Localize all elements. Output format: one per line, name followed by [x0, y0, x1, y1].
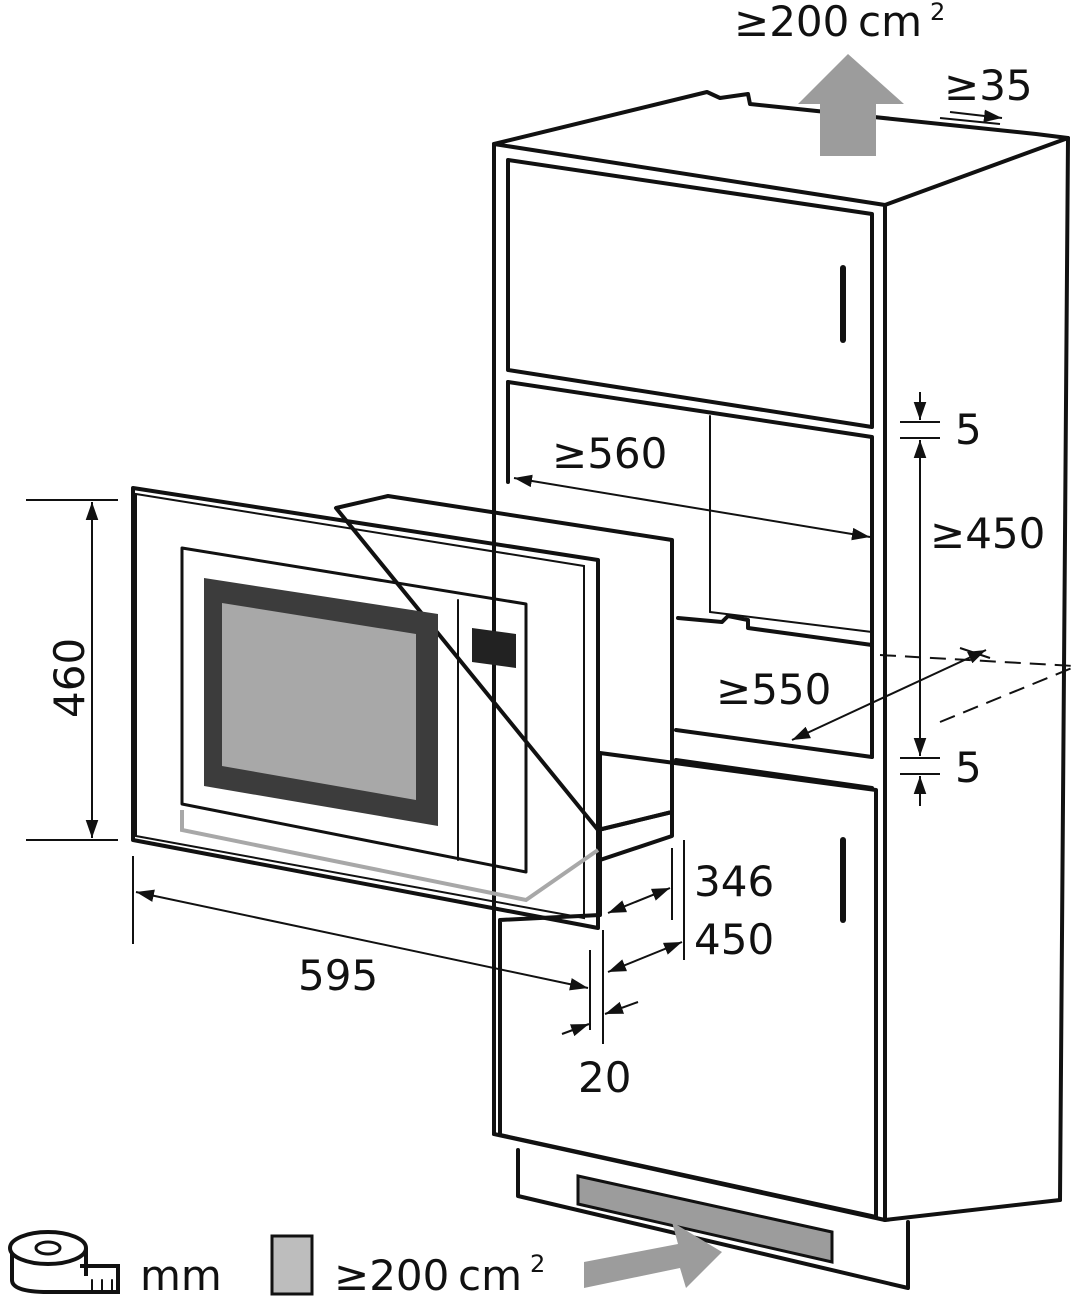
frame-depth-label: 20: [578, 1053, 631, 1102]
vent-arrow-up-icon: [798, 54, 904, 156]
niche-width-label: ≥560: [552, 429, 667, 478]
depth-1-label: 346: [694, 857, 774, 906]
vent-top-label: ≥200: [734, 0, 849, 46]
legend: mm ≥200 cm 2: [8, 1230, 545, 1300]
width-label: 595: [298, 951, 378, 1000]
upper-door: [506, 158, 874, 429]
plinth-vent-grille: [576, 1174, 834, 1264]
vent-legend-label: ≥200: [334, 1251, 449, 1300]
gap-top-label: 5: [955, 405, 982, 454]
dimension-labels: ≥200 cm 2 ≥35 ≥560 5 ≥450 ≥550 5 460 595…: [45, 0, 1045, 1102]
vent-top-sup: 2: [930, 0, 945, 26]
vent-legend-unit: cm: [458, 1251, 522, 1300]
vent-area-swatch: [270, 1234, 314, 1296]
niche-depth-label: ≥550: [716, 665, 831, 714]
gap-bottom-label: 5: [955, 743, 982, 792]
plinth: [516, 1148, 910, 1290]
unit-label: mm: [140, 1251, 222, 1300]
dimension-lines: [26, 109, 1075, 1044]
depth-2-label: 450: [694, 915, 774, 964]
lower-door: [498, 751, 878, 1219]
top-gap-label: ≥35: [944, 61, 1033, 110]
height-label: 460: [45, 638, 94, 718]
tape-measure-icon: [8, 1230, 120, 1294]
vent-arrows: [584, 54, 904, 1288]
vent-legend-sup: 2: [530, 1250, 545, 1278]
vent-arrow-in-icon: [584, 1222, 722, 1288]
microwave-display: [472, 628, 516, 668]
niche-height-label: ≥450: [930, 509, 1045, 558]
built-in-microwave: [131, 486, 674, 930]
vent-top-unit: cm: [858, 0, 922, 46]
